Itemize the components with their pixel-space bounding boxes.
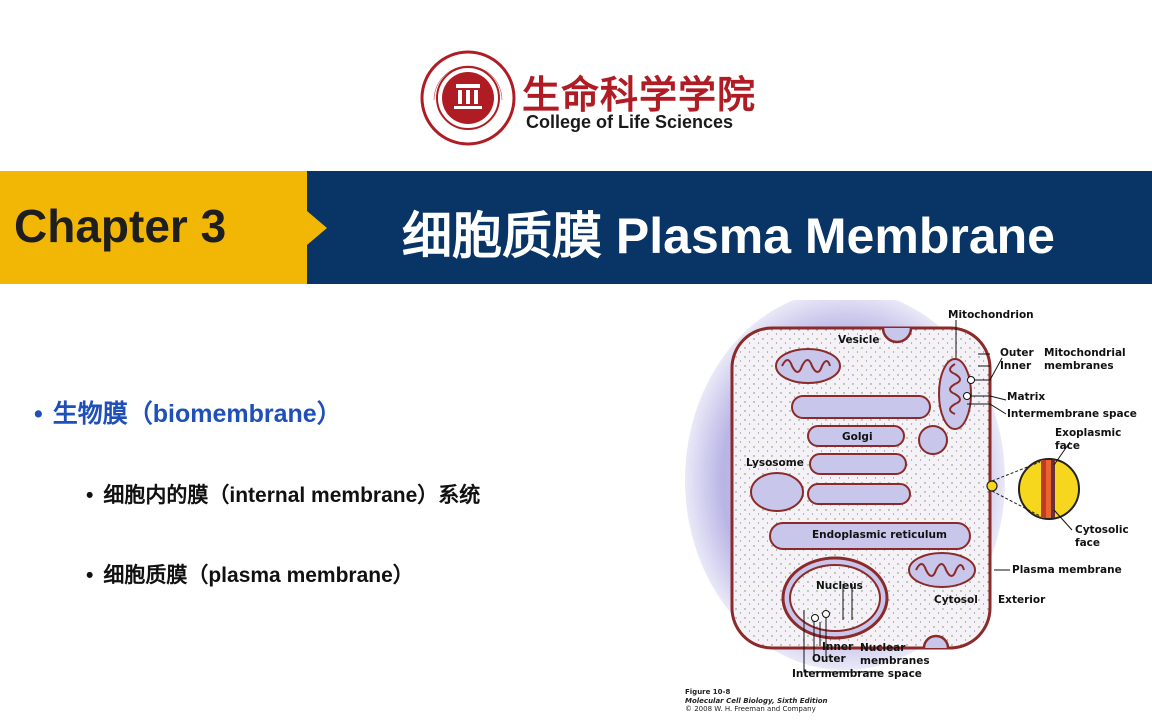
label-lysosome: Lysosome (746, 457, 804, 469)
label-cytosolic-1: Cytosolic (1075, 524, 1129, 536)
bullet-plasma-membrane: • 细胞质膜（plasma membrane） (86, 559, 414, 589)
label-mito-membranes-1: Mitochondrial (1044, 347, 1126, 359)
label-vesicle: Vesicle (838, 334, 880, 346)
cell-membrane-figure: Mitochondrion Vesicle Outer Inner Mitoch… (680, 300, 1152, 720)
label-exoplasmic-1: Exoplasmic (1055, 427, 1122, 439)
cell-diagram (685, 300, 1080, 673)
bullet-biomembrane: • 生物膜（biomembrane） (34, 394, 342, 430)
label-nuclear-outer: Outer (812, 653, 846, 665)
chapter-panel: Chapter 3 (0, 171, 307, 284)
label-cytosolic-2: face (1075, 537, 1100, 549)
label-exterior: Exterior (998, 594, 1046, 606)
label-nuclear-inner: Inner (822, 641, 854, 653)
label-mito-membranes-2: membranes (1044, 360, 1114, 372)
bullet-dot-icon: • (86, 564, 94, 587)
label-matrix: Matrix (1007, 391, 1046, 403)
label-nuclear-membranes-2: membranes (860, 655, 930, 667)
label-outer: Outer (1000, 347, 1034, 359)
bullet-text: 生物膜（biomembrane） (52, 400, 342, 428)
label-intermembrane-space: Intermembrane space (1007, 408, 1137, 420)
university-seal-icon (420, 50, 516, 146)
chevron-right-icon (307, 211, 327, 245)
caption-book: Molecular Cell Biology, Sixth Edition (685, 696, 828, 705)
college-logo: 生命科学学院 College of Life Sciences (420, 50, 760, 146)
bullet-internal-membrane: • 细胞内的膜（internal membrane）系统 (86, 479, 480, 509)
bullet-text: 细胞内的膜（internal membrane）系统 (103, 484, 481, 507)
label-mitochondrion: Mitochondrion (948, 309, 1034, 321)
bullet-text: 细胞质膜（plasma membrane） (103, 564, 414, 587)
label-exoplasmic-2: face (1055, 440, 1080, 452)
college-name-chinese: 生命科学学院 (522, 72, 757, 117)
label-cytosol: Cytosol (934, 594, 978, 606)
label-nuclear-membranes-1: Nuclear (860, 642, 906, 654)
caption-figure-number: Figure 10-8 (685, 688, 731, 696)
slide-title: 细胞质膜 Plasma Membrane (402, 208, 1055, 264)
chapter-label: Chapter 3 (14, 200, 227, 252)
figure-caption: Figure 10-8 Molecular Cell Biology, Sixt… (685, 688, 828, 714)
label-nucleus: Nucleus (816, 580, 863, 592)
bullet-dot-icon: • (86, 484, 94, 507)
label-plasma-membrane: Plasma membrane (1012, 564, 1122, 576)
title-panel (307, 171, 1152, 284)
label-nuclear-intermembrane-space: Intermembrane space (792, 668, 922, 680)
title-bar: Chapter 3 细胞质膜 Plasma Membrane (0, 171, 1152, 284)
college-name-english: College of Life Sciences (526, 112, 734, 132)
caption-copyright: © 2008 W. H. Freeman and Company (685, 705, 816, 713)
bullet-dot-icon: • (34, 400, 43, 428)
label-inner: Inner (1000, 360, 1032, 372)
label-golgi: Golgi (842, 431, 873, 443)
label-er: Endoplasmic reticulum (812, 529, 947, 541)
